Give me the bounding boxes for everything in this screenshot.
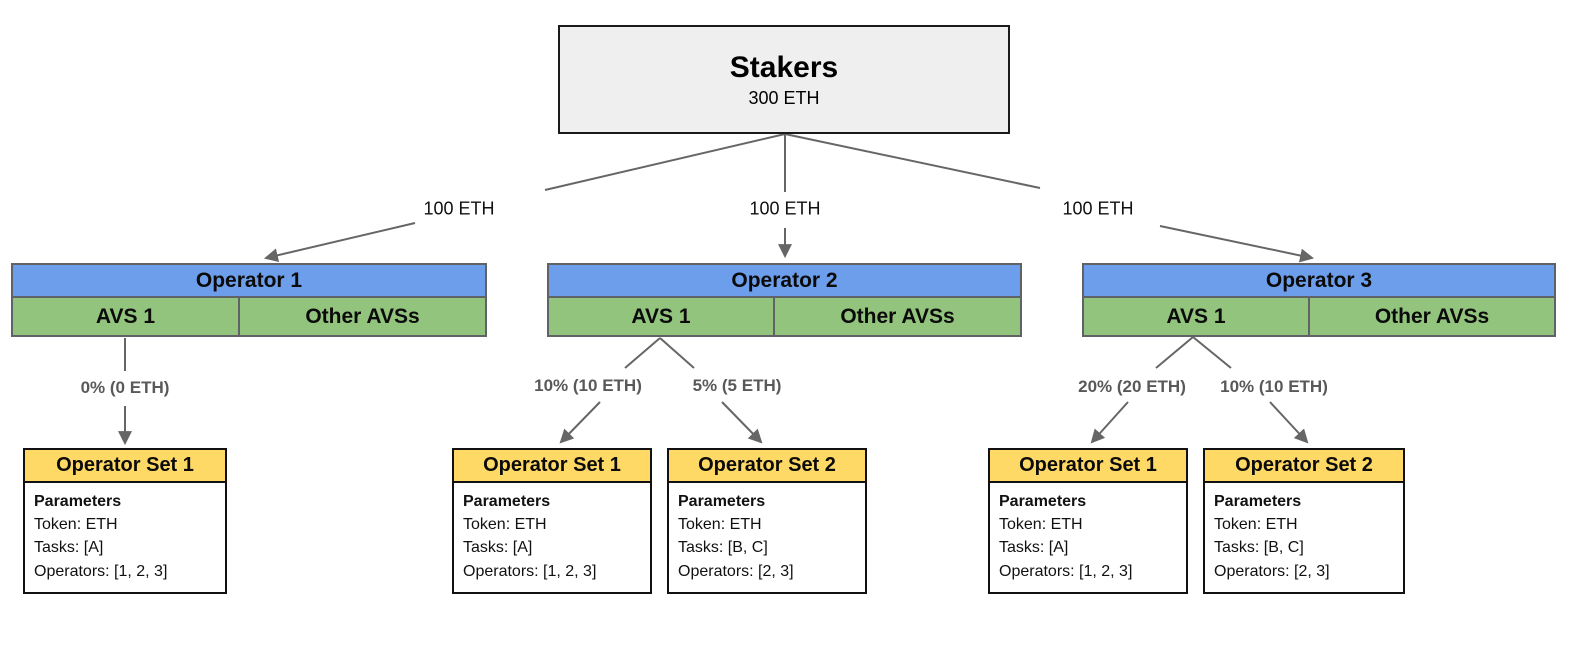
operator-3-title: Operator 3 [1084,265,1554,298]
connector-line [544,133,786,191]
operator-1-box: Operator 1 AVS 1 Other AVSs [11,263,487,337]
operator-3-avs-row: AVS 1 Other AVSs [1084,298,1554,335]
connector-line [659,337,695,369]
operator-set-title: Operator Set 1 [990,450,1186,483]
op3-operator-set-1-card: Operator Set 1 Parameters Token: ETH Tas… [988,448,1188,594]
op1-operator-set-1-card: Operator Set 1 Parameters Token: ETH Tas… [23,448,227,594]
arrow-to-op3-set2 [1269,401,1309,444]
operator-set-title: Operator Set 1 [454,450,650,483]
parameters-heading: Parameters [34,493,122,510]
op2-operator-set-2-card: Operator Set 2 Parameters Token: ETH Tas… [667,448,867,594]
operator-1-avs1-cell: AVS 1 [13,298,240,335]
param-operators: Operators: [1, 2, 3] [999,562,1133,580]
op3-operator-set-2-card: Operator Set 2 Parameters Token: ETH Tas… [1203,448,1405,594]
param-operators: Operators: [1, 2, 3] [34,562,168,580]
allocation-label-op3-set2: 10% (10 ETH) [1217,377,1331,397]
operator-1-other-avs-cell: Other AVSs [305,304,420,328]
param-token: Token: ETH [34,516,118,534]
param-tasks: Tasks: [A] [999,539,1069,557]
param-operators: Operators: [2, 3] [678,562,794,580]
parameters-heading: Parameters [463,493,551,510]
operator-set-parameters: Parameters Token: ETH Tasks: [B, C] Oper… [1205,483,1403,592]
delegation-label-operator-3: 100 ETH [1058,198,1138,220]
arrow-to-operator-3 [1159,225,1315,263]
stakers-amount: 300 ETH [748,87,820,108]
operator-set-parameters: Parameters Token: ETH Tasks: [B, C] Oper… [669,483,865,592]
operator-set-title: Operator Set 1 [25,450,225,483]
operator-2-avs-row: AVS 1 Other AVSs [549,298,1020,335]
param-tasks: Tasks: [B, C] [1214,539,1304,557]
arrow-to-op3-set1 [1090,401,1129,444]
param-operators: Operators: [1, 2, 3] [463,562,597,580]
param-tasks: Tasks: [A] [463,539,533,557]
connector-line [624,337,661,369]
parameters-heading: Parameters [1214,493,1302,510]
connector-line [1155,336,1194,369]
param-token: Token: ETH [999,516,1083,534]
connector-line [784,133,1041,189]
operator-3-other-avs-cell: Other AVSs [1374,304,1490,328]
parameters-heading: Parameters [999,493,1087,510]
allocation-label-op3-set1: 20% (20 ETH) [1075,377,1189,397]
operator-set-title: Operator Set 2 [669,450,865,483]
allocation-label-op2-set1: 10% (10 ETH) [531,376,645,396]
operator-set-parameters: Parameters Token: ETH Tasks: [A] Operato… [990,483,1186,592]
operator-2-other-avs-cell: Other AVSs [840,304,955,328]
arrow-to-op2-set1 [559,401,601,444]
allocation-label-op1-set1: 0% (0 ETH) [77,378,173,398]
connector-line [1192,336,1232,369]
param-token: Token: ETH [1214,516,1298,534]
param-tasks: Tasks: [A] [34,539,104,557]
operator-set-parameters: Parameters Token: ETH Tasks: [A] Operato… [25,483,225,592]
operator-3-box: Operator 3 AVS 1 Other AVSs [1082,263,1556,337]
param-tasks: Tasks: [B, C] [678,539,768,557]
operator-2-avs1-cell: AVS 1 [549,298,775,335]
param-token: Token: ETH [678,516,762,534]
arrow-to-operator-1 [263,222,416,263]
param-operators: Operators: [2, 3] [1214,562,1330,580]
operator-1-avs-row: AVS 1 Other AVSs [13,298,485,335]
operator-2-title: Operator 2 [549,265,1020,298]
param-token: Token: ETH [463,516,547,534]
delegation-label-operator-1: 100 ETH [419,198,499,220]
allocation-label-op2-set2: 5% (5 ETH) [689,376,785,396]
delegation-label-operator-2: 100 ETH [745,198,825,220]
operator-3-avs1-cell: AVS 1 [1084,298,1310,335]
operator-set-title: Operator Set 2 [1205,450,1403,483]
stakers-box: Stakers 300 ETH [558,25,1010,134]
operator-2-box: Operator 2 AVS 1 Other AVSs [547,263,1022,337]
op2-operator-set-1-card: Operator Set 1 Parameters Token: ETH Tas… [452,448,652,594]
operator-set-parameters: Parameters Token: ETH Tasks: [A] Operato… [454,483,650,592]
operator-1-title: Operator 1 [13,265,485,298]
arrow-to-op2-set2 [721,401,763,444]
parameters-heading: Parameters [678,493,766,510]
stakers-title: Stakers [729,50,839,84]
